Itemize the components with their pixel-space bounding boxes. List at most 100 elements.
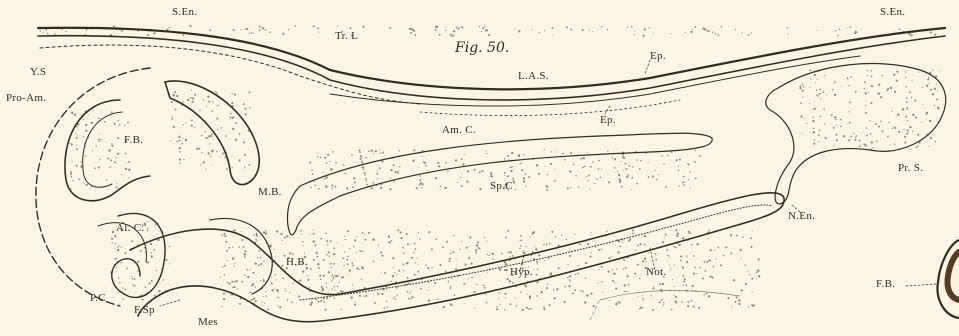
stipple-dot — [482, 170, 484, 172]
stipple-dot — [635, 249, 636, 250]
stipple-dot — [530, 298, 531, 299]
stipple-dot — [637, 296, 638, 297]
stipple-dot — [394, 272, 395, 273]
stipple-dot — [85, 155, 86, 156]
stipple-dot — [592, 31, 593, 32]
stipple-dot — [311, 301, 313, 303]
stipple-dot — [146, 292, 148, 294]
stipple-dot — [428, 282, 429, 283]
stipple-dot — [731, 306, 732, 307]
stipple-dot — [339, 274, 340, 275]
stipple-dot — [176, 141, 177, 142]
stipple-dot — [122, 287, 124, 289]
stipple-dot — [427, 173, 428, 174]
stipple-dot — [859, 140, 861, 142]
stipple-dot — [112, 231, 114, 233]
stipple-dot — [364, 239, 366, 241]
stipple-dot — [109, 166, 111, 168]
stipple-dot — [245, 108, 247, 110]
stipple-dot — [359, 151, 361, 153]
stipple-dot — [343, 164, 345, 166]
stipple-dot — [626, 275, 628, 277]
stipple-dot — [682, 237, 684, 239]
stipple-dot — [547, 284, 548, 285]
stipple-dot — [301, 234, 302, 235]
stipple-dot — [834, 94, 836, 96]
stipple-dot — [458, 269, 459, 270]
label-hb: H.B. — [286, 256, 308, 268]
stipple-dot — [713, 266, 715, 268]
stipple-dot — [663, 302, 665, 304]
stipple-dot — [461, 185, 463, 187]
stipple-dot — [475, 252, 477, 254]
stipple-dot — [507, 155, 509, 157]
stipple-dot — [898, 148, 899, 149]
stipple-dot — [417, 271, 419, 273]
stipple-dot — [396, 287, 398, 289]
stipple-dot — [499, 268, 501, 270]
stipple-dot — [461, 241, 462, 242]
stipple-dot — [288, 29, 289, 30]
stipple-dot — [543, 307, 545, 309]
stipple-dot — [255, 286, 256, 287]
stipple-dot — [507, 230, 509, 232]
stipple-dot — [367, 186, 368, 187]
stipple-dot — [678, 165, 679, 166]
stipple-dot — [937, 91, 938, 92]
stipple-dot — [708, 295, 710, 297]
stipple-dot — [85, 130, 87, 132]
stipple-dot — [456, 259, 457, 260]
stipple-dot — [266, 243, 267, 244]
stipple-dot — [479, 171, 481, 173]
stipple-dot — [708, 238, 709, 239]
stipple-dot — [111, 238, 113, 240]
stipple-dot — [287, 299, 289, 301]
stipple-dot — [276, 230, 278, 232]
stipple-dot — [324, 309, 326, 311]
stipple-dot — [309, 234, 310, 235]
stipple-dot — [176, 95, 178, 97]
stipple-dot — [156, 270, 157, 271]
stipple-dot — [534, 246, 535, 247]
stipple-dot — [43, 32, 44, 33]
stipple-dot — [504, 175, 505, 176]
stipple-dot — [223, 233, 225, 235]
stipple-dot — [203, 162, 205, 164]
stipple-dot — [232, 257, 234, 259]
stipple-dot — [263, 296, 264, 297]
stipple-dot — [902, 108, 904, 110]
stipple-dot — [521, 246, 522, 247]
stipple-dot — [125, 153, 127, 155]
stipple-dot — [512, 255, 514, 257]
stipple-dot — [320, 157, 322, 159]
stipple-dot — [730, 253, 732, 255]
stipple-dot — [81, 161, 82, 162]
stipple-dot — [151, 252, 152, 253]
stipple-dot — [479, 26, 481, 28]
stipple-dot — [469, 236, 471, 238]
stipple-dot — [622, 156, 624, 158]
stipple-dot — [642, 260, 644, 262]
stipple-dot — [371, 187, 373, 189]
stipple-dot — [260, 263, 262, 265]
stipple-dot — [639, 308, 640, 309]
stipple-dot — [758, 275, 760, 277]
stipple-dot — [868, 92, 869, 93]
stipple-dot — [330, 263, 332, 265]
stipple-dot — [381, 255, 383, 257]
stipple-dot — [673, 286, 674, 287]
stipple-dot — [450, 303, 452, 305]
stipple-dot — [419, 179, 421, 181]
stipple-dot — [578, 265, 579, 266]
stipple-dot — [871, 75, 873, 77]
yolk-sac-line — [40, 45, 420, 104]
stipple-dot — [329, 161, 330, 162]
stipple-dot — [619, 245, 621, 247]
stipple-dot — [461, 173, 462, 174]
stipple-dot — [435, 177, 437, 179]
stipple-dot — [313, 259, 315, 261]
stipple-dot — [98, 139, 100, 141]
stipple-dot — [228, 247, 230, 249]
stipple-dot — [83, 119, 84, 120]
stipple-dot — [505, 236, 507, 238]
